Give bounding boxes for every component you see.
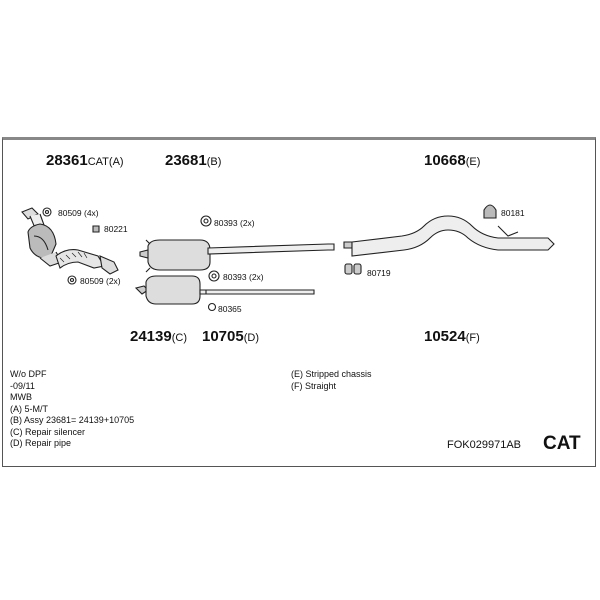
notes-right: (E) Stripped chassis (F) Straight (291, 369, 372, 392)
part-label-10524: 10524(F) (424, 328, 480, 345)
ring-80365-icon (207, 302, 217, 312)
part-label-10705: 10705(D) (202, 328, 259, 345)
kit-code: FOK029971AB (447, 439, 521, 451)
note-line: (A) 5-M/T (10, 403, 48, 414)
rear-pipe-drawing (343, 215, 555, 257)
note-line: (C) Repair silencer (10, 426, 86, 437)
note-line: W/o DPF (10, 369, 47, 379)
hardware-label-80719: 80719 (367, 268, 391, 278)
front-silencer-drawing (139, 239, 335, 273)
hardware-label-80509-2x: 80509 (2x) (80, 276, 121, 286)
cat-badge: CAT (543, 433, 581, 454)
note-line: -09/11 (10, 380, 35, 391)
hanger-80181-icon (483, 204, 497, 219)
part-label-10668: 10668(E) (424, 152, 481, 169)
part-label-24139: 24139(C) (130, 328, 187, 345)
hardware-label-80365: 80365 (218, 304, 242, 314)
note-line: (E) Stripped chassis (291, 369, 372, 379)
notes-left: W/o DPF -09/11 MWB (A) 5-M/T (B) Assy 23… (10, 369, 134, 450)
hardware-label-80393-b: 80393 (2x) (223, 272, 264, 282)
note-line: (D) Repair pipe (10, 438, 72, 448)
nut-80393-icon-2 (208, 270, 220, 282)
hardware-label-80181: 80181 (501, 208, 525, 218)
bracket-80221-icon (92, 225, 100, 233)
catalytic-converter-drawing (21, 207, 119, 275)
hardware-label-80509-4x: 80509 (4x) (58, 208, 99, 218)
part-label-23681: 23681(B) (165, 152, 222, 169)
center-silencer-drawing (134, 275, 213, 305)
note-line: MWB (10, 392, 32, 402)
clamp-80719-icon (344, 263, 362, 275)
diagram-frame (2, 137, 596, 467)
part-label-28361: 28361CAT(A) (46, 152, 124, 169)
hardware-label-80393-a: 80393 (2x) (214, 218, 255, 228)
repair-pipe-drawing (205, 289, 315, 295)
note-line: (F) Straight (291, 380, 337, 391)
note-line: (B) Assy 23681= 24139+10705 (10, 415, 135, 425)
hanger-80509-icon (42, 207, 52, 217)
nut-80509-icon (67, 275, 77, 285)
hardware-label-80221: 80221 (104, 224, 128, 234)
nut-80393-icon (200, 215, 212, 227)
